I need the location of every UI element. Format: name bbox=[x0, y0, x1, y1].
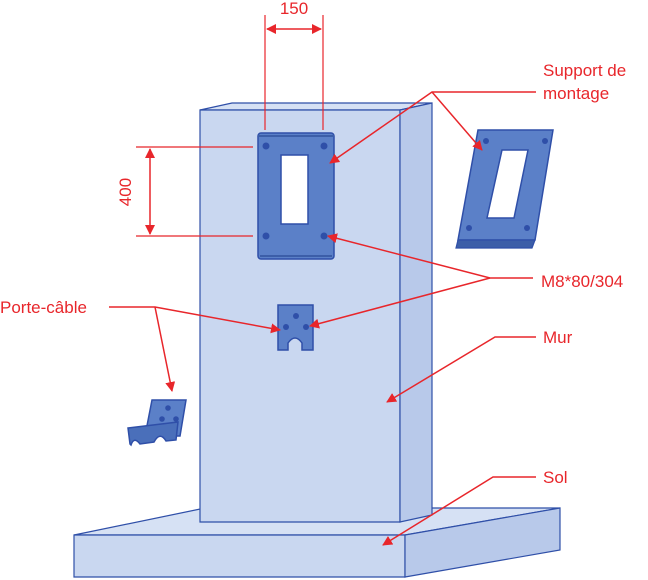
bolt-hole bbox=[262, 232, 270, 240]
mounting-bracket-installed bbox=[257, 132, 335, 260]
label-support-line-1: Support de bbox=[543, 61, 626, 80]
cable-holder-detached bbox=[127, 399, 187, 447]
label-bolt: M8*80/304 bbox=[541, 272, 623, 291]
bolt-hole bbox=[524, 225, 530, 231]
bolt-hole bbox=[262, 142, 270, 150]
label-wall: Mur bbox=[543, 328, 573, 347]
label-support-line-2: montage bbox=[543, 84, 609, 103]
bolt-hole bbox=[466, 225, 472, 231]
label-cable-holder: Porte-câble bbox=[0, 298, 87, 317]
bolt-hole bbox=[542, 138, 548, 144]
bolt-hole bbox=[483, 138, 489, 144]
dimension-width: 150 bbox=[264, 0, 324, 130]
dimension-width-value: 150 bbox=[280, 0, 308, 18]
dimension-height-value: 400 bbox=[116, 178, 135, 206]
label-floor: Sol bbox=[543, 468, 568, 487]
bolt-hole bbox=[303, 324, 309, 330]
bolt-hole bbox=[320, 142, 328, 150]
bolt-hole bbox=[293, 313, 299, 319]
bolt-hole bbox=[320, 232, 328, 240]
cable-holder-installed bbox=[277, 304, 314, 351]
leader-lines bbox=[109, 91, 536, 546]
mounting-bracket-detached bbox=[455, 129, 554, 249]
floor-slab bbox=[73, 507, 561, 578]
bolt-hole bbox=[283, 324, 289, 330]
dimension-height: 400 bbox=[116, 146, 253, 237]
